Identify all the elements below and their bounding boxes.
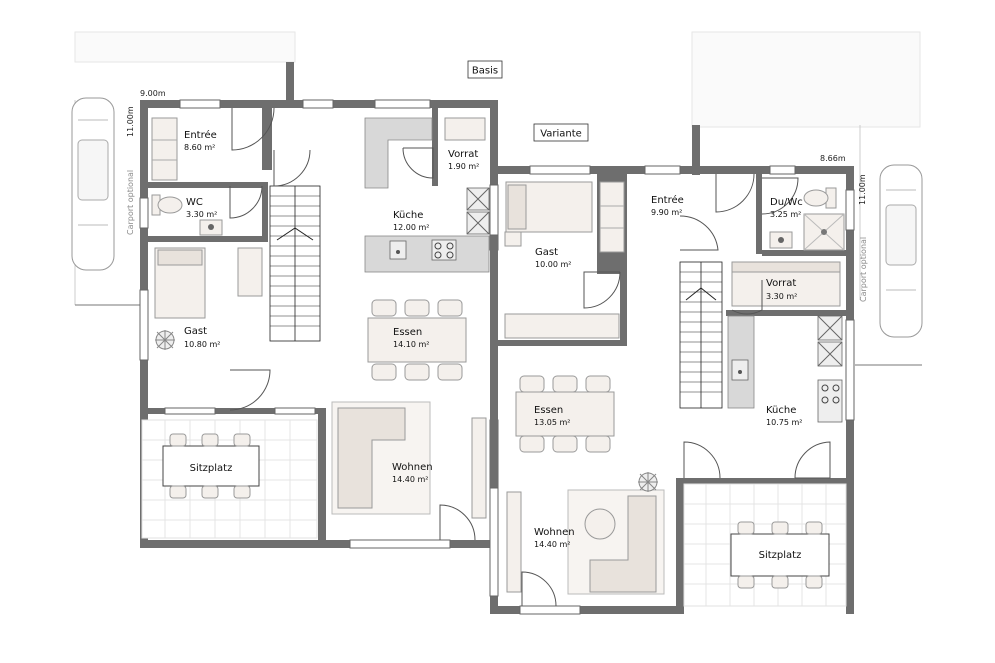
right-gast-door-icon — [583, 271, 621, 309]
left-kitchen-island — [364, 235, 490, 273]
room-area: 14.10 m² — [393, 340, 429, 349]
site-paving-right — [691, 31, 921, 128]
left-kitchen-appliances — [466, 187, 490, 235]
svg-text:Variante: Variante — [540, 129, 582, 140]
room-name: Essen — [393, 327, 422, 338]
room-name: Sitzplatz — [190, 463, 233, 474]
right-living-plant-icon — [638, 472, 658, 492]
room-area: 14.40 m² — [392, 475, 428, 484]
room-area: 9.90 m² — [651, 208, 682, 217]
left-gast-bed-icon — [154, 247, 206, 319]
right-kitchen-appliances — [817, 315, 843, 423]
room-area: 10.00 m² — [535, 260, 571, 269]
right-duwc-door-icon — [761, 177, 799, 215]
left-living-sofa-icon — [337, 407, 406, 509]
room-area: 14.40 m² — [534, 540, 570, 549]
basis-label: Basis — [467, 60, 503, 79]
right-vorrat-shelves — [731, 261, 841, 307]
dim-left-width: 9.00m — [140, 89, 166, 98]
left-wc-door-icon — [229, 185, 263, 219]
right-vorrat-door-icon — [731, 280, 763, 315]
carport-left-label: Carport optional — [126, 170, 135, 235]
room-name: Vorrat — [448, 149, 478, 160]
right-duwc-shower-icon — [803, 213, 845, 251]
right-living-door-icon — [521, 571, 557, 607]
room-area: 3.30 m² — [186, 210, 217, 219]
right-gast-wardrobe — [504, 313, 620, 339]
right-duwc-toilet-icon — [803, 187, 837, 209]
right-terrace-table-icon — [730, 521, 830, 589]
right-living-tv-unit — [506, 491, 522, 593]
room-area: 3.25 m² — [770, 210, 801, 219]
carport-right-label: Carport optional — [859, 237, 868, 302]
right-living-sofa-icon — [584, 495, 657, 593]
left-entree-wardrobe — [151, 117, 178, 181]
room-name: Küche — [393, 210, 423, 221]
right-gast-bed-icon — [505, 181, 593, 233]
room-name: Sitzplatz — [759, 550, 802, 561]
right-duwc-sink-icon — [769, 231, 793, 249]
variante-label: Variante — [533, 123, 589, 142]
right-room-labels: Gast 10.00 m² Entrée 9.90 m² Du/Wc 3.25 … — [534, 194, 803, 561]
room-name: Wohnen — [392, 462, 433, 473]
left-wc-sink-icon — [199, 219, 223, 236]
dim-right-height: 11.00m — [858, 174, 867, 205]
left-gast-plant-icon — [155, 330, 175, 350]
room-area: 12.00 m² — [393, 223, 429, 232]
room-name: Vorrat — [766, 278, 796, 289]
left-dining-table — [367, 299, 467, 381]
carport-left — [71, 97, 140, 306]
left-entree-door-icon — [231, 107, 275, 151]
site-paving-left — [74, 31, 296, 63]
room-name: Du/Wc — [770, 197, 803, 208]
room-name: Gast — [184, 326, 207, 337]
room-name: Entrée — [184, 129, 217, 141]
room-area: 13.05 m² — [534, 418, 570, 427]
room-name: Wohnen — [534, 527, 575, 538]
left-terrace-door-icon — [439, 504, 476, 541]
right-entree-door-icon — [715, 173, 755, 213]
right-gast-nightstand — [504, 231, 522, 247]
car-left-icon — [71, 97, 115, 271]
right-entree-wardrobe — [599, 181, 625, 253]
room-name: WC — [186, 197, 203, 208]
room-name: Küche — [766, 405, 796, 416]
dim-right-width: 8.66m — [820, 154, 846, 163]
dim-left-height: 11.00m — [126, 106, 135, 137]
right-kitchen-doors-icon — [683, 441, 831, 479]
room-area: 10.80 m² — [184, 340, 220, 349]
room-area: 10.75 m² — [766, 418, 802, 427]
left-gast-door-icon — [229, 369, 271, 411]
left-kitchen-counter-l — [364, 117, 433, 189]
right-dining-table — [515, 375, 615, 453]
left-gast-cabinet — [237, 247, 263, 297]
right-windows — [489, 165, 855, 615]
car-right-icon — [879, 164, 923, 338]
left-wc-toilet-icon — [151, 194, 183, 216]
room-area: 3.30 m² — [766, 292, 797, 301]
svg-text:Basis: Basis — [472, 66, 498, 77]
right-stairs — [679, 261, 723, 409]
left-vorrat-shelf — [444, 117, 486, 141]
left-terrace-table-icon — [162, 433, 260, 499]
right-entree-inner-door-icon — [679, 215, 719, 251]
left-stairs — [269, 185, 321, 342]
left-stairs-door-icon — [273, 149, 311, 187]
room-area: 1.90 m² — [448, 162, 479, 171]
room-name: Essen — [534, 405, 563, 416]
left-vorrat-door-icon — [402, 147, 434, 179]
room-name: Entrée — [651, 194, 684, 206]
room-name: Gast — [535, 247, 558, 258]
left-room-labels: Entrée 8.60 m² WC 3.30 m² Gast 10.80 m² … — [184, 129, 479, 484]
carport-right — [855, 125, 923, 366]
right-kitchen-counter — [727, 315, 755, 409]
left-living-tv-unit — [471, 417, 487, 519]
room-area: 8.60 m² — [184, 143, 215, 152]
